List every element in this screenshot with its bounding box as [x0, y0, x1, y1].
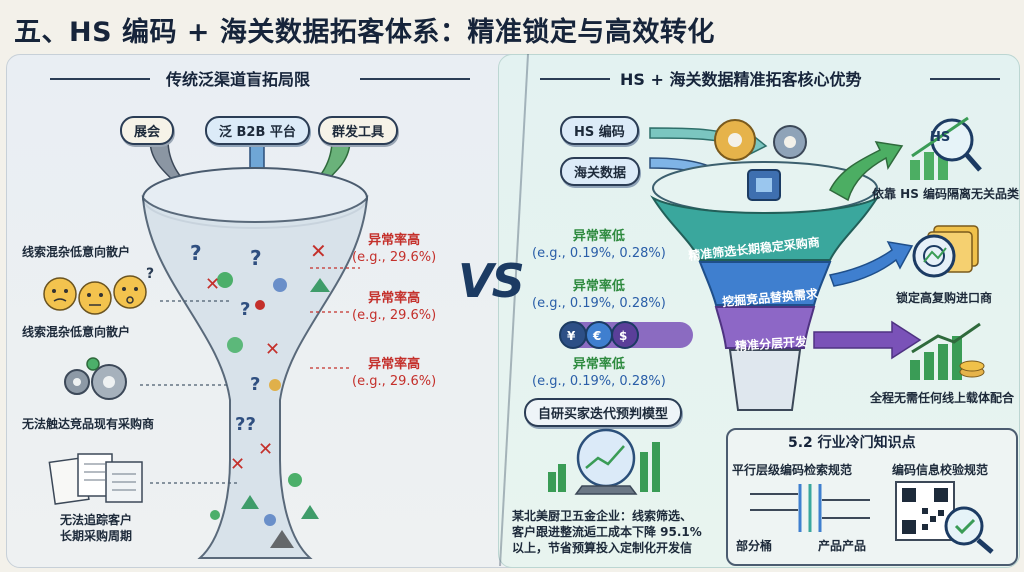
hs-badge: HS: [930, 130, 951, 145]
funnel-spout: [728, 349, 802, 411]
documents-stack-icon: [48, 453, 143, 505]
precision-funnel-illustration: [649, 119, 922, 411]
problem-competitor-buyers: 无法触达竞品现有采购商: [22, 417, 155, 431]
benefit-high-repurchase: 锁定高复购进口商: [896, 291, 993, 305]
scattered-leads: ? ? ✕ ✕ ? ✕ ? ?? ✕ ✕: [190, 239, 330, 548]
anomaly-low-1: 异常率低 (e.g., 0.19%, 0.28%): [532, 228, 666, 262]
knowledge-left-a: 部分桶: [736, 539, 773, 553]
svg-text:$: $: [619, 329, 627, 343]
knowledge-right-title: 编码信息校验规范: [892, 463, 989, 477]
right-heading-line-right: [930, 78, 1000, 80]
anomaly-high-3-value: (e.g., 29.6%): [352, 374, 437, 389]
case-study-line3: 以上，节省预算投入定制化开发信: [512, 541, 693, 555]
svg-text:?: ?: [250, 246, 262, 270]
arrow-from-hs: [649, 127, 768, 160]
right-heading: HS + 海关数据精准拓客核心优势: [620, 70, 862, 89]
problem-1-leader: [160, 300, 230, 302]
benefit-no-online-carrier: 全程无需任何线上载体配合: [870, 391, 1015, 405]
anomaly-high-1-label: 异常率高: [368, 233, 421, 248]
anomaly-low-2-value: (e.g., 0.19%, 0.28%): [532, 296, 666, 311]
buyer-model-label: 自研买家迭代预判模型: [524, 398, 683, 427]
svg-text:?: ?: [250, 374, 260, 395]
coin-tokens-bar: ¥ € $: [559, 321, 693, 349]
anomaly-high-3-label: 异常率高: [368, 357, 421, 372]
confused-faces-icon: ?: [43, 266, 154, 315]
anomaly-high-2-value: (e.g., 29.6%): [352, 308, 437, 323]
left-heading: 传统泛渠道盲拓局限: [166, 70, 311, 89]
case-study-line1: 某北美厨卫五金企业：线索筛选、: [512, 509, 693, 523]
funnel-band-purple: [714, 306, 816, 349]
problem-3-leader: [150, 482, 240, 484]
left-heading-line-right: [360, 78, 470, 80]
anomaly-high-1-value: (e.g., 29.6%): [352, 250, 437, 265]
benefit-isolate-categories: 依靠 HS 编码隔离无关品类: [872, 187, 1020, 201]
arrow-out-2: [828, 241, 914, 287]
target-folders-icon: [912, 225, 979, 278]
crystal-ball-chart-icon: [548, 428, 660, 495]
input-customs-data: 海关数据: [560, 157, 641, 186]
anomaly-low-2-label: 异常率低: [572, 279, 625, 294]
arrow-out-1: [829, 141, 904, 202]
svg-text:?: ?: [240, 299, 250, 320]
problem-purchase-cycle-line1: 无法追踪客户: [59, 513, 132, 527]
anomaly-low-1-value: (e.g., 0.19%, 0.28%): [532, 246, 666, 261]
anomaly-high-3: 异常率高 (e.g., 29.6%): [352, 356, 436, 390]
knowledge-left-title: 平行层级编码检索规范: [732, 463, 853, 477]
traditional-funnel-illustration: ? ? ✕ ✕ ? ✕ ? ?? ✕ ✕: [141, 139, 369, 559]
left-heading-line-left: [50, 78, 150, 80]
problem-purchase-cycle: 无法追踪客户 长期采购周期: [50, 512, 142, 544]
qr-verify-icon: [895, 481, 994, 554]
knowledge-title: 5.2 行业冷门知识点: [788, 435, 916, 451]
source-mass-tool: 群发工具: [318, 116, 399, 145]
anomaly-high-2-label: 异常率高: [368, 291, 421, 306]
svg-text:✕: ✕: [265, 339, 280, 360]
funnel-band-teal: [650, 195, 880, 261]
problem-mixed-leads-heading: 线索混杂低意向散户: [22, 245, 131, 259]
arrow-out-3: [813, 320, 922, 360]
svg-text:??: ??: [235, 414, 256, 435]
anomaly-low-3: 异常率低 (e.g., 0.19%, 0.28%): [532, 356, 666, 390]
parallel-codes-diagram: [750, 484, 870, 532]
anomaly-low-1-label: 异常率低: [572, 229, 625, 244]
page-title: 五、HS 编码 + 海关数据拓客体系：精准锁定与高效转化: [14, 17, 715, 48]
anomaly-low-3-label: 异常率低: [572, 357, 625, 372]
svg-text:€: €: [592, 329, 601, 343]
anomaly-leader-lines: [310, 267, 360, 369]
problem-2-leader: [140, 384, 230, 386]
panel-divider: [499, 54, 529, 566]
problem-purchase-cycle-line2: 长期采购周期: [59, 529, 132, 543]
source-b2b-platform: 泛 B2B 平台: [205, 116, 310, 145]
svg-text:✕: ✕: [230, 454, 245, 475]
case-study-line2: 客户跟进整流逅工成本下降 95.1%: [512, 525, 702, 539]
hs-magnifier-chart-icon: [910, 116, 982, 180]
anomaly-high-1: 异常率高 (e.g., 29.6%): [352, 232, 436, 266]
funnel-body: [141, 194, 369, 559]
svg-text:?: ?: [190, 241, 202, 265]
anomaly-low-2: 异常率低 (e.g., 0.19%, 0.28%): [532, 278, 666, 312]
anomaly-high-2: 异常率高 (e.g., 29.6%): [352, 290, 436, 324]
svg-text:✕: ✕: [258, 439, 273, 460]
gears-icon: [64, 357, 127, 400]
input-hs-code: HS 编码: [560, 116, 639, 145]
case-study-text: 某北美厨卫五金企业：线索筛选、 客户跟进整流逅工成本下降 95.1% 以上，节省…: [512, 508, 702, 556]
growth-coins-icon: [910, 322, 985, 380]
svg-text:¥: ¥: [567, 329, 576, 343]
vs-badge: VS: [458, 254, 525, 308]
svg-text:?: ?: [146, 266, 154, 282]
problem-mixed-leads: 线索混杂低意向散户: [22, 325, 131, 339]
right-heading-line-left: [540, 78, 610, 80]
svg-text:✕: ✕: [205, 274, 220, 295]
source-expo: 展会: [120, 116, 175, 145]
anomaly-low-3-value: (e.g., 0.19%, 0.28%): [532, 374, 666, 389]
svg-text:✕: ✕: [310, 239, 327, 263]
funnel-band-blue: [698, 261, 832, 306]
knowledge-left-b: 产品产品: [818, 539, 867, 553]
